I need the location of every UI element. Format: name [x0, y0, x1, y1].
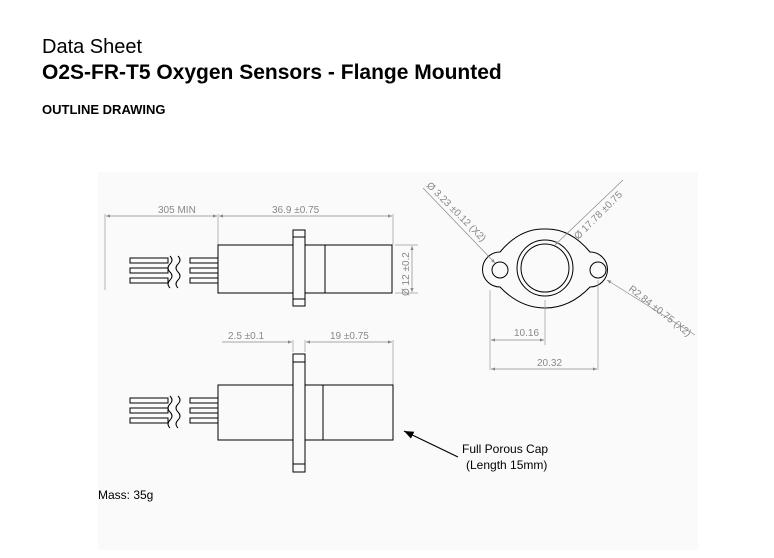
cap-length-dim: 19 ±0.75	[330, 331, 369, 342]
flange-front-view	[422, 179, 696, 371]
doc-type-label: Data Sheet	[42, 36, 143, 58]
hole-span-dim: 20.32	[537, 358, 562, 369]
flange-thickness-dim: 2.5 ±0.1	[228, 331, 265, 342]
hole-diameter-dim: Ø 3.23 ±0.12 (X2)	[424, 180, 488, 244]
side-view-bottom	[129, 340, 459, 473]
porous-cap-note: Full Porous Cap	[462, 442, 548, 456]
product-title: O2S-FR-T5 Oxygen Sensors - Flange Mounte…	[42, 61, 502, 84]
section-title: OUTLINE DRAWING	[42, 102, 166, 117]
corner-radius-dim: R2.84 ±0.75 (X2)	[626, 284, 693, 340]
porous-cap-length-note: (Length 15mm)	[466, 458, 547, 472]
cable-length-dim: 305 MIN	[158, 205, 196, 216]
side-view-top	[104, 214, 418, 307]
body-length-dim: 36.9 ±0.75	[272, 205, 320, 216]
half-span-dim: 10.16	[514, 328, 539, 339]
body-diameter-dim: Ø 12 ±0.2	[401, 252, 412, 296]
bore-diameter-dim: Ø 17.78 ±0.75	[572, 189, 625, 242]
mass-label: Mass: 35g	[98, 488, 153, 502]
